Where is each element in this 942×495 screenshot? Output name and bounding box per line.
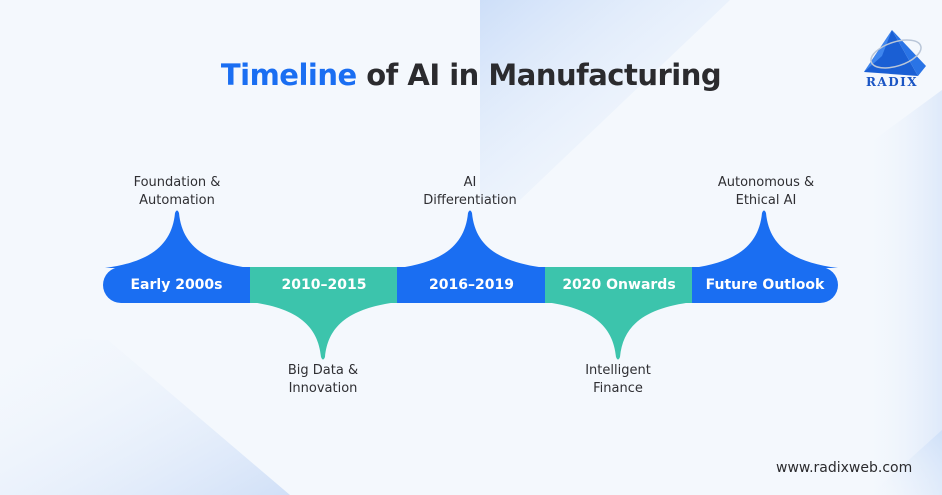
caption-early-2000s: Foundation & Automation xyxy=(92,174,262,210)
segment-label-2020-onwards: 2020 Onwards xyxy=(562,277,676,293)
title-highlight: Timeline xyxy=(220,58,357,92)
caption-line: Foundation & xyxy=(133,175,221,190)
caption-line: Big Data & xyxy=(287,363,359,378)
caption-line: Ethical AI xyxy=(735,193,797,208)
caption-future-outlook: Autonomous & Ethical AI xyxy=(681,174,851,210)
segment-label-2010-2015: 2010–2015 xyxy=(281,277,367,293)
title-rest: of AI in Manufacturing xyxy=(356,58,722,92)
caption-line: Autonomous & xyxy=(717,175,815,190)
caption-line: Automation xyxy=(139,193,215,208)
caption-2016-2019: AI Differentiation xyxy=(385,174,555,210)
spike-2010-2015 xyxy=(250,302,398,360)
website-url: www.radixweb.com xyxy=(776,460,913,476)
caption-line: AI xyxy=(463,175,477,190)
caption-2020-onwards: Intelligent Finance xyxy=(533,362,703,398)
segment-label-2016-2019: 2016–2019 xyxy=(429,277,514,293)
logo-text: RADIX xyxy=(865,75,919,89)
radix-logo-icon xyxy=(864,30,926,76)
page-title: Timeline of AI in Manufacturing xyxy=(0,58,942,92)
segment-2020-onwards xyxy=(545,267,693,303)
caption-line: Differentiation xyxy=(423,193,517,208)
caption-line: Innovation xyxy=(288,381,358,396)
caption-line: Intelligent xyxy=(585,363,651,378)
spike-future-outlook xyxy=(692,210,838,268)
segment-label-early-2000s: Early 2000s xyxy=(130,277,223,293)
caption-2010-2015: Big Data & Innovation xyxy=(238,362,408,398)
segment-future-outlook xyxy=(692,267,838,303)
spike-2016-2019 xyxy=(398,210,546,268)
segment-2016-2019 xyxy=(397,267,546,303)
spike-early-2000s xyxy=(105,210,250,268)
segment-2010-2015 xyxy=(250,267,398,303)
segment-early-2000s xyxy=(103,267,251,303)
segment-label-future-outlook: Future Outlook xyxy=(705,277,825,293)
spike-2020-onwards xyxy=(545,302,693,360)
caption-line: Finance xyxy=(593,381,643,396)
